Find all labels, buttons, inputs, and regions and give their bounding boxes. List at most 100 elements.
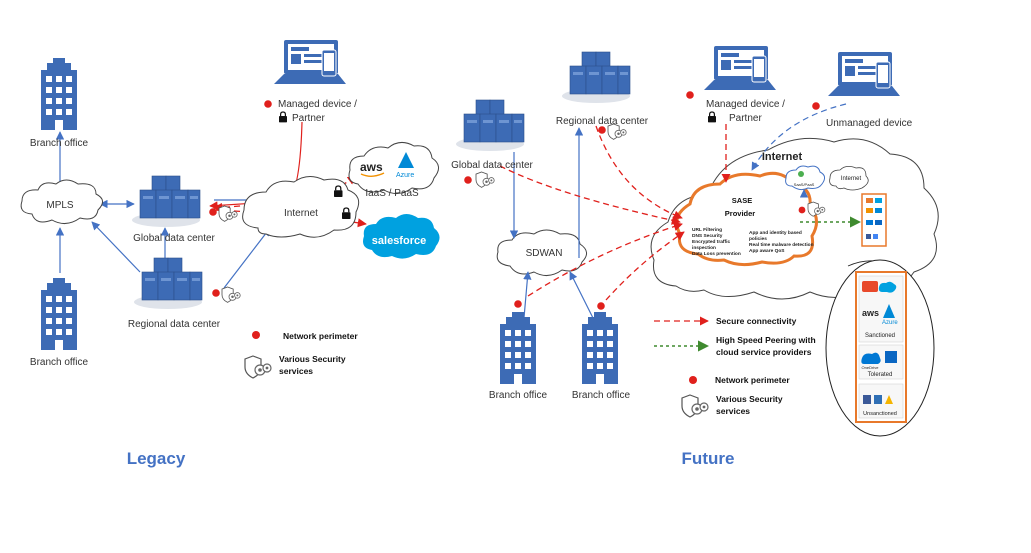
- mpls-label: MPLS: [46, 200, 74, 211]
- internet-label-legacy: Internet: [284, 208, 318, 219]
- link-unmanaged-device-sase: [751, 103, 847, 171]
- legacy-title: Legacy: [127, 449, 186, 468]
- internet-label-future: Internet: [762, 151, 803, 163]
- future-global-dc-perimeter-dot: [464, 176, 472, 184]
- app-box-icon: [874, 395, 882, 404]
- iaas-paas-cloud: [348, 142, 439, 194]
- global-dc-servers-icon: [131, 175, 201, 228]
- future-managed-device-label-line1: Managed device /: [706, 99, 785, 110]
- apps-mini-facebook-icon: [866, 234, 871, 239]
- sase-feature-right-1: App and identity based: [749, 230, 802, 236]
- regional-dc-servers-icon: [133, 257, 203, 310]
- future-managed-device-laptop-icon: [703, 45, 777, 91]
- sase-label-line2: Provider: [725, 209, 756, 218]
- unmanaged-device-perimeter-dot: [812, 102, 820, 110]
- sase-perimeter-dot: [798, 206, 806, 214]
- regional-dc-security-icon: [221, 286, 241, 303]
- future-branch-left-perimeter-dot: [514, 300, 522, 308]
- sase-label-line1: SASE: [732, 196, 752, 205]
- sase-feature-right-2: policies: [749, 236, 767, 242]
- future-global-dc-security-icon: [475, 171, 495, 188]
- app-salesforce-icon: [878, 281, 897, 293]
- legacy-legend-security-icon: [244, 355, 272, 379]
- future-regional-dc-servers-icon: [561, 51, 631, 104]
- regional-dc-label: Regional data center: [128, 319, 221, 330]
- global-dc-security-icon: [218, 205, 238, 222]
- app-linkedin-icon: [885, 351, 897, 363]
- future-managed-device-lock-icon: [707, 111, 717, 124]
- app-office-icon: [862, 281, 878, 292]
- apps-mini-onedrive-icon: [866, 220, 873, 225]
- link-regional-dc-sase: [595, 125, 683, 220]
- internet-small-label: Internet: [841, 176, 862, 182]
- future-legend-perimeter-label: Network perimeter: [715, 375, 790, 385]
- branch-office-top-icon: [41, 58, 77, 130]
- future-managed-device-perimeter-dot: [686, 91, 694, 99]
- sase-feature-right-3: Real time malware detection: [749, 242, 814, 248]
- future-branch-office-left-icon: [500, 312, 536, 384]
- sase-feature-left-3: Encrypted traffic: [692, 239, 730, 245]
- legacy-section: Branch office Branch office MPLS Global …: [20, 39, 440, 468]
- future-branch-office-right-icon: [582, 312, 618, 384]
- sdwan-label: SDWAN: [526, 248, 563, 259]
- aws-smile-icon: [360, 172, 385, 177]
- app-drive-icon: [885, 395, 893, 404]
- legacy-legend-security-line1: Various Security: [279, 354, 346, 364]
- link-regional-dc-mpls: [91, 221, 141, 273]
- apps-mini-salesforce-icon: [875, 198, 882, 203]
- sase-feature-left-1: URL Filtering: [692, 227, 722, 233]
- future-branch-office-left-label: Branch office: [489, 390, 548, 401]
- legacy-legend-perimeter-label: Network perimeter: [283, 331, 358, 341]
- future-legend-security-line1: Various Security: [716, 394, 783, 404]
- global-dc-label: Global data center: [133, 233, 215, 244]
- app-onedrive-text: OneDrive: [862, 365, 880, 370]
- apps-unsanctioned-label: Unsanctioned: [863, 411, 897, 417]
- app-facebook-icon: [863, 395, 871, 404]
- app-onedrive-icon: [861, 352, 881, 364]
- iaas-paas-label: IaaS / PaaS: [365, 188, 419, 199]
- future-branch-office-right-label: Branch office: [572, 390, 631, 401]
- branch-office-bottom-icon: [41, 278, 77, 350]
- global-dc-perimeter-dot: [209, 208, 217, 216]
- managed-device-perimeter-dot: [264, 100, 272, 108]
- legend-peering-line2: cloud service providers: [716, 347, 812, 357]
- legend-peering-line1: High Speed Peering with: [716, 335, 816, 345]
- sdwan-cloud: [496, 229, 587, 276]
- unmanaged-device-label: Unmanaged device: [826, 118, 913, 129]
- future-section: Internet SASE Provider URL Filtering DNS…: [451, 45, 939, 468]
- branch-office-top-label: Branch office: [30, 138, 89, 149]
- managed-device-lock-icon: [278, 111, 288, 124]
- saas-cloud-label: SaaS/PaaS: [794, 182, 815, 187]
- legacy-legend-perimeter-dot: [252, 331, 260, 339]
- internet-cloud-legacy: [242, 176, 360, 238]
- link-branch-right-sdwan: [569, 271, 596, 323]
- internet-small-cloud: [829, 166, 869, 191]
- branch-office-bottom-label: Branch office: [30, 357, 89, 368]
- azure-logo-icon: [398, 152, 414, 168]
- managed-device-label-line2: Partner: [292, 113, 325, 124]
- salesforce-logo-icon: [363, 214, 440, 259]
- azure-logo-text: Azure: [396, 172, 414, 179]
- managed-device-label-line1: Managed device /: [278, 99, 357, 110]
- app-azure-text: Azure: [882, 320, 898, 326]
- sase-feature-left-5: Data Loss prevention: [692, 251, 741, 257]
- link-branch-left-sase: [527, 222, 683, 297]
- apps-mini-office-icon: [866, 198, 873, 203]
- sase-feature-left-4: inspection: [692, 245, 716, 251]
- apps-mini-drive-icon: [873, 234, 878, 239]
- future-legend-security-icon: [681, 394, 709, 418]
- future-regional-dc-perimeter-dot: [598, 126, 606, 134]
- legend-secure-label: Secure connectivity: [716, 316, 797, 326]
- apps-sanctioned-label: Sanctioned: [865, 333, 895, 339]
- future-global-dc-servers-icon: [455, 99, 525, 152]
- aws-logo-text: aws: [360, 160, 383, 174]
- saas-cloud-icon: [785, 165, 826, 191]
- future-global-dc-label: Global data center: [451, 160, 533, 171]
- regional-dc-perimeter-dot: [212, 289, 220, 297]
- unmanaged-device-laptop-icon: [827, 51, 901, 97]
- link-branch-right-sase: [605, 231, 685, 301]
- apps-tolerated-label: Tolerated: [868, 372, 893, 378]
- managed-device-laptop-icon: [273, 39, 347, 85]
